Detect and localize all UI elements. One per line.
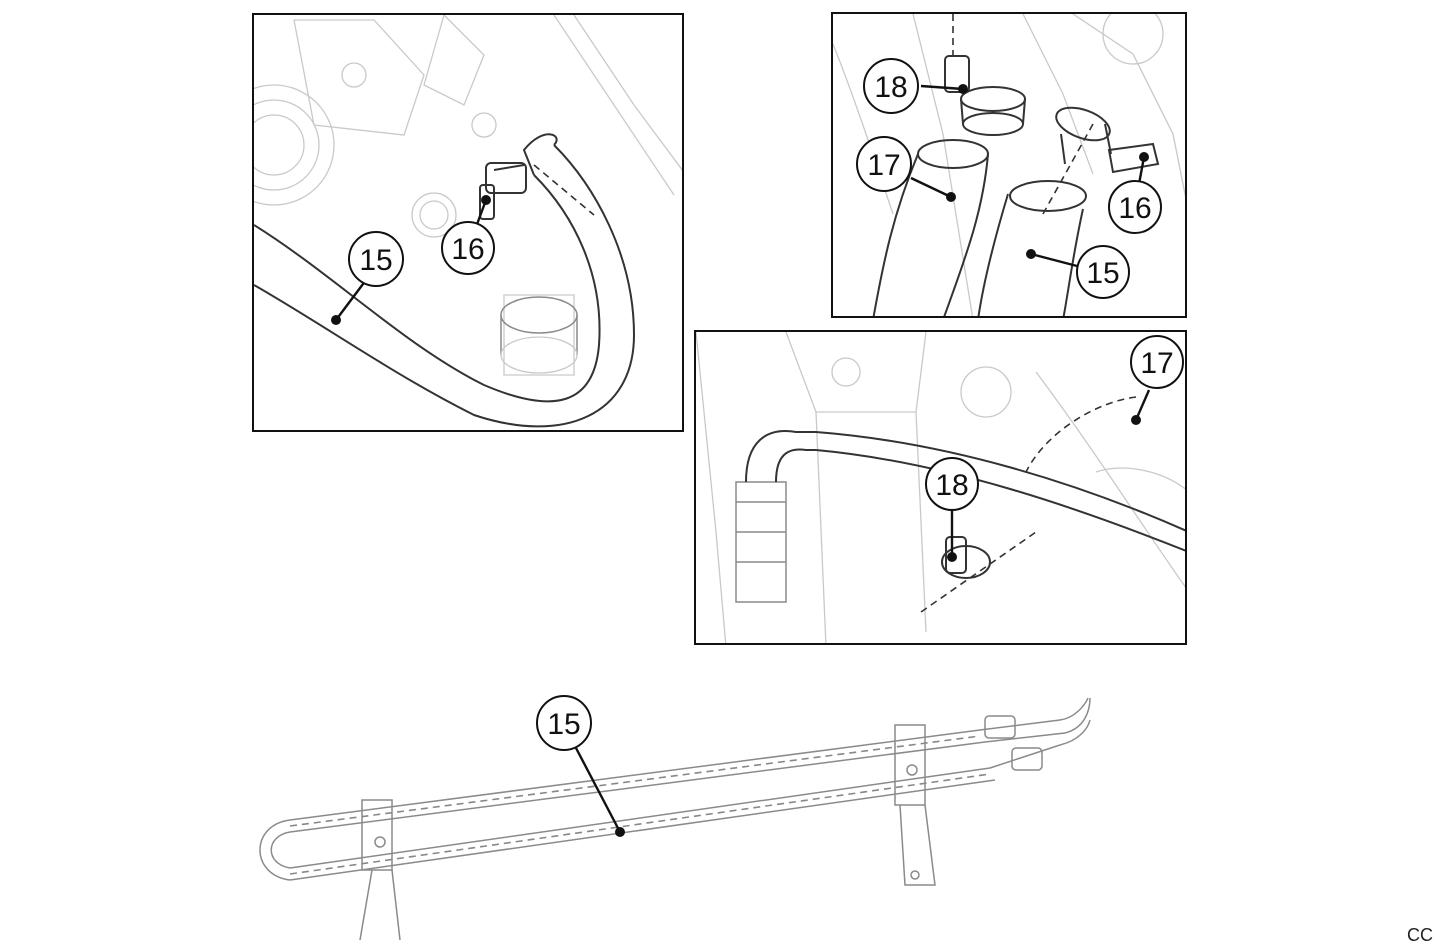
- engine-background-3: [696, 332, 1185, 643]
- callout-label-16: 16: [451, 233, 484, 266]
- callout-label-15-right: 15: [1086, 257, 1119, 290]
- drawing-code: CC: [1407, 925, 1433, 945]
- callout-label-15: 15: [359, 244, 392, 277]
- hose-15-tube-assembly: [259, 697, 1091, 881]
- callout-label-16-right: 16: [1118, 192, 1151, 225]
- hose-clamp-18: [920, 531, 1037, 613]
- callout-label-17-detail: 17: [1140, 347, 1173, 380]
- detail-drawing-1: 15 16: [254, 15, 682, 428]
- hose-clamp-16-right: [1042, 106, 1160, 215]
- mounting-bracket-right: [894, 724, 936, 886]
- hose-clamp-18-top: [944, 14, 1026, 136]
- detail-drawing-3: 17 18: [696, 332, 1185, 643]
- mounting-bracket-left: [359, 799, 401, 941]
- detail-panel-hose-15-clamp-16: 15 16: [252, 13, 684, 432]
- callout-label-15-overview: 15: [547, 708, 580, 741]
- detail-panel-hose-17-clamp-18: 17 18: [694, 330, 1187, 645]
- hose-fitting: [735, 430, 816, 603]
- detail-panel-hoses-15-17-clamps-16-18: 18 17 16 15: [831, 12, 1187, 318]
- callout-label-18-top: 18: [874, 71, 907, 104]
- tube-fittings: [984, 715, 1043, 771]
- engine-background-1: [254, 15, 682, 376]
- detail-drawing-2: 18 17 16 15: [833, 14, 1185, 316]
- hose-15-outline-2: [977, 180, 1087, 316]
- callout-label-18-detail: 18: [935, 469, 968, 502]
- hose-17-outline-3: [815, 396, 1185, 552]
- hose-15-outline: [254, 133, 636, 428]
- callout-label-17: 17: [867, 149, 900, 182]
- hose-clamp-16: [479, 162, 527, 220]
- engine-background-2: [833, 14, 1185, 316]
